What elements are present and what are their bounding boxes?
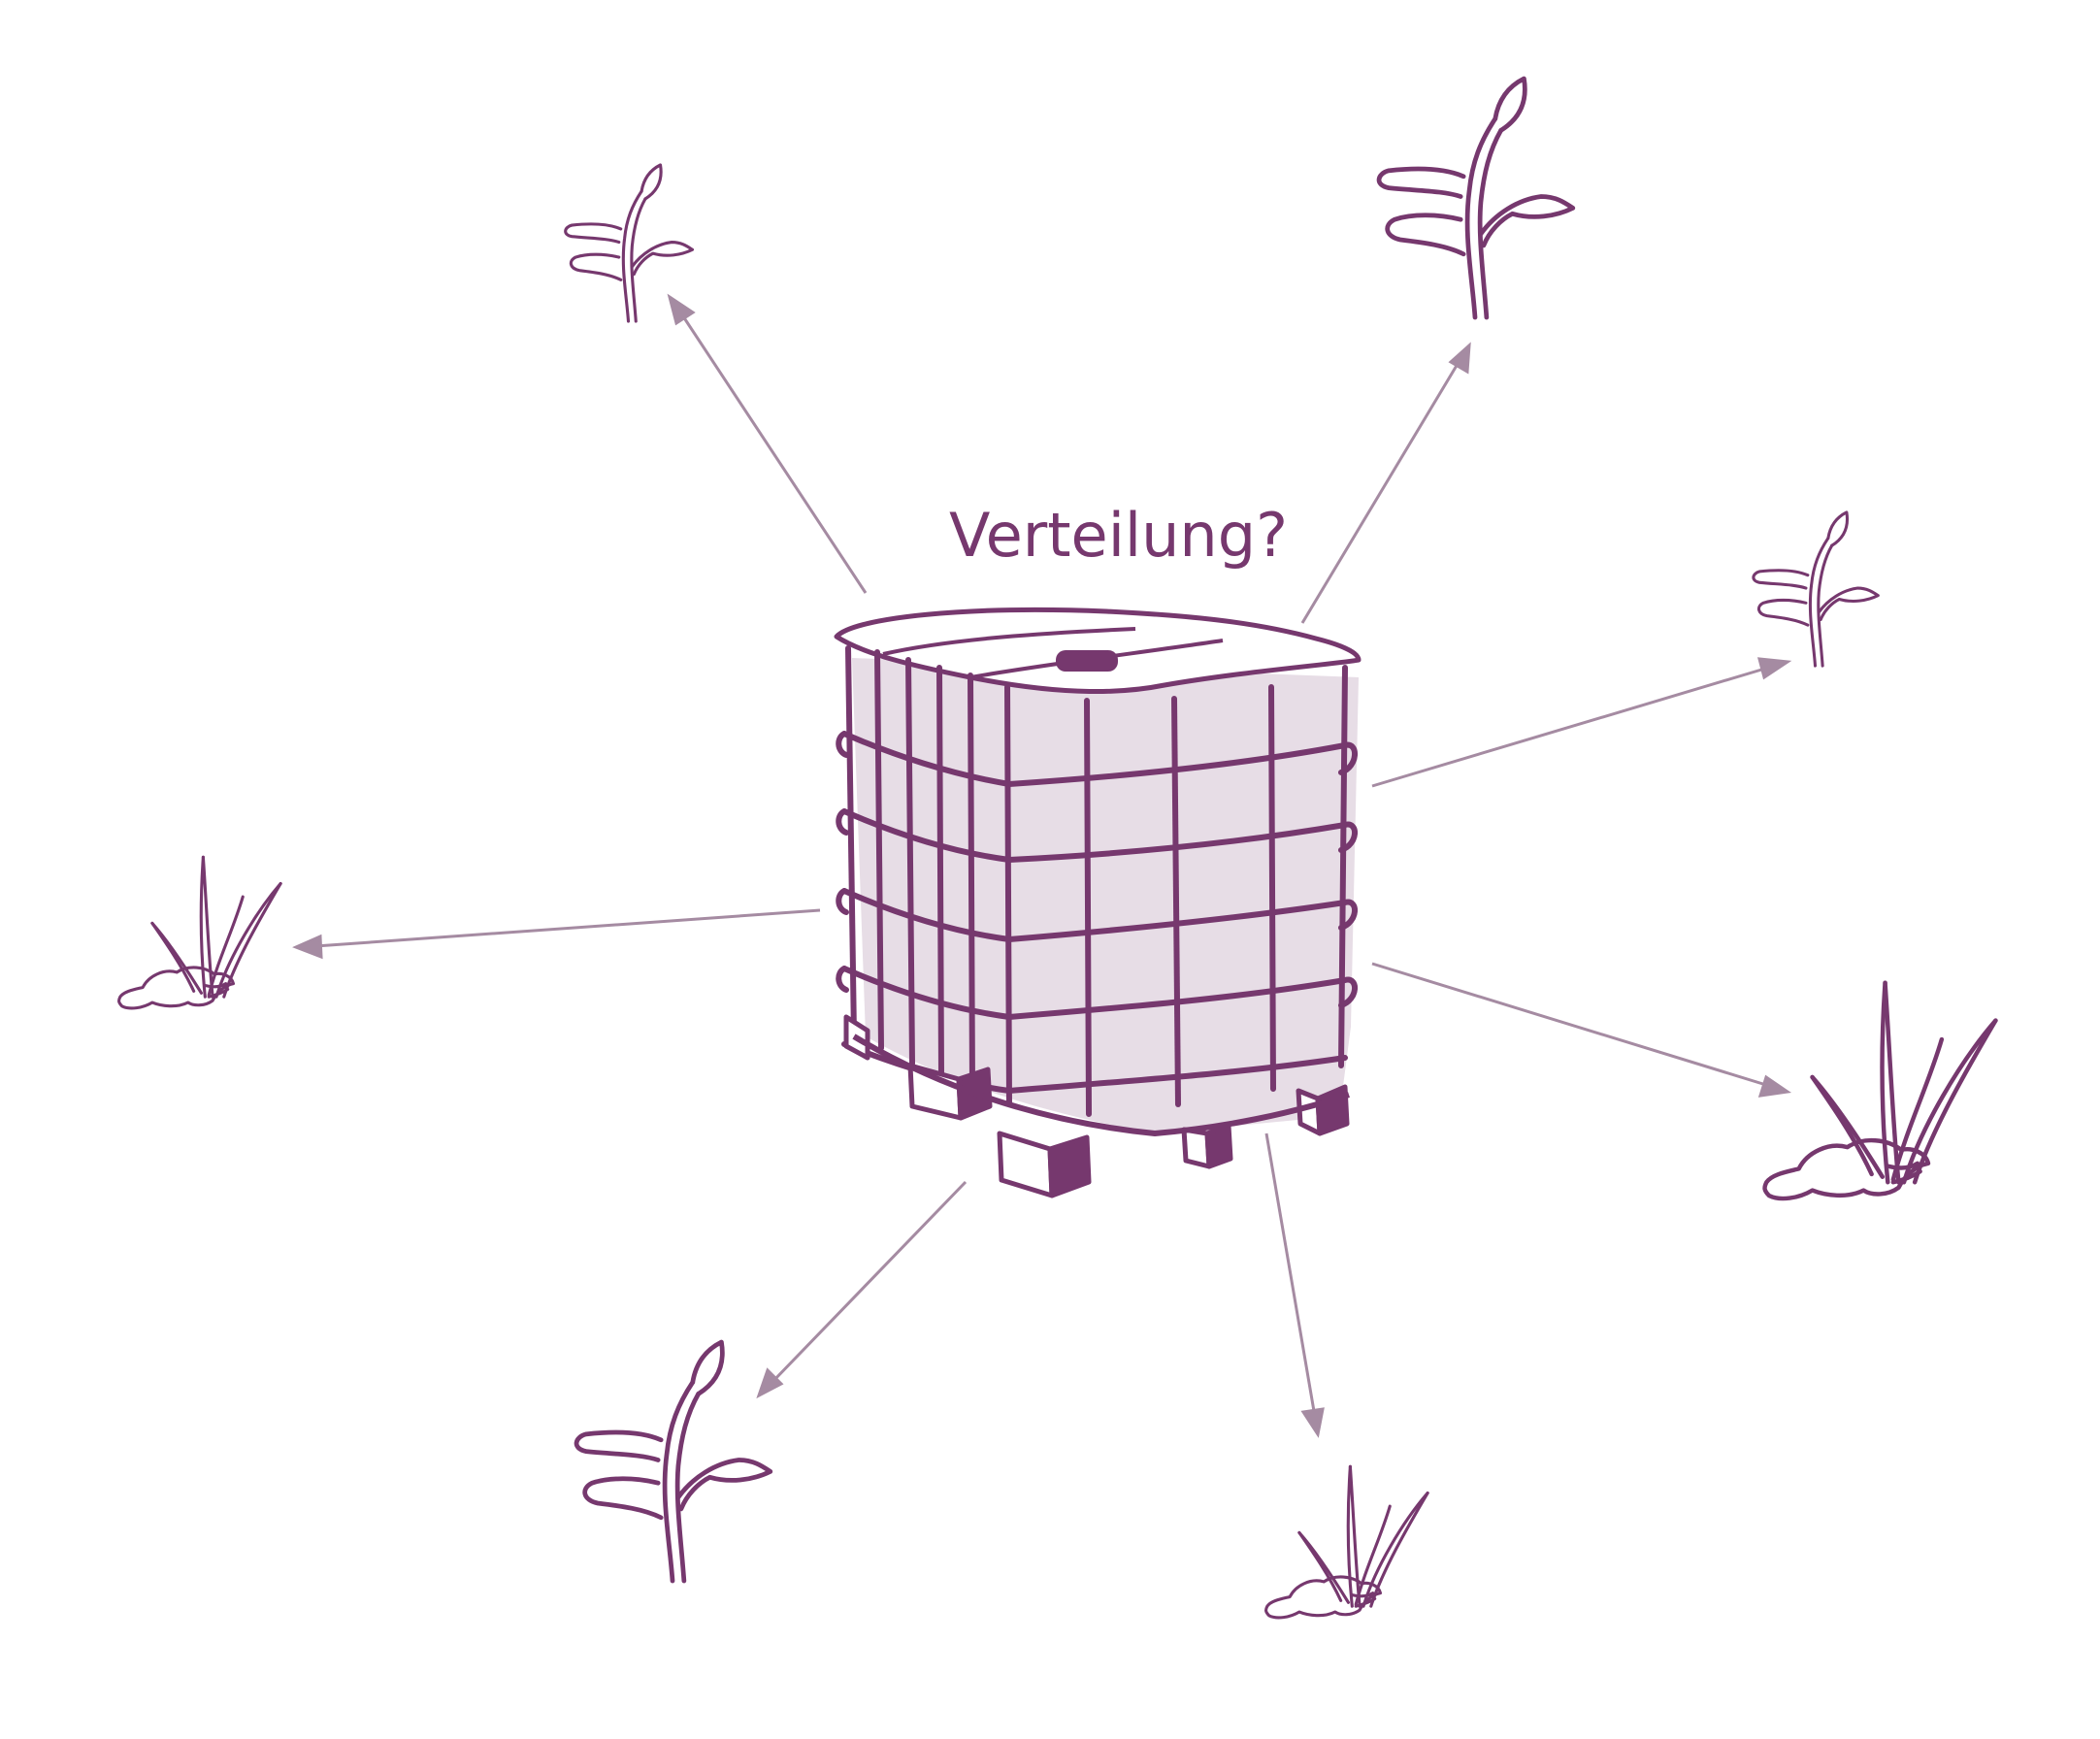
grass-tuft-icon bbox=[116, 855, 282, 1010]
arrows bbox=[292, 293, 1792, 1438]
arrow-to-top-right bbox=[1300, 342, 1471, 624]
grass-tuft-icon bbox=[1765, 983, 1996, 1198]
arrow-to-right bbox=[1371, 657, 1792, 788]
arrow-to-left bbox=[292, 908, 821, 960]
target-right bbox=[1752, 510, 1880, 668]
arrow-to-top-left bbox=[667, 293, 868, 594]
target-bottom-left bbox=[576, 1342, 771, 1581]
seedling-icon bbox=[1752, 510, 1880, 668]
grass-tuft-icon bbox=[1263, 1464, 1429, 1620]
seedling-icon bbox=[1379, 79, 1573, 317]
diagram-title: Verteilung? bbox=[949, 500, 1288, 571]
ibc-tank-icon bbox=[834, 607, 1362, 1198]
target-top-right bbox=[1379, 79, 1573, 317]
target-bottom bbox=[1263, 1464, 1429, 1620]
arrow-to-bottom bbox=[1264, 1132, 1325, 1438]
seedling-icon bbox=[576, 1342, 771, 1581]
arrow-to-lower-right bbox=[1371, 962, 1792, 1098]
arrow-to-bottom-left bbox=[756, 1180, 968, 1399]
target-lower-right bbox=[1765, 983, 1996, 1198]
target-left bbox=[116, 855, 282, 1010]
